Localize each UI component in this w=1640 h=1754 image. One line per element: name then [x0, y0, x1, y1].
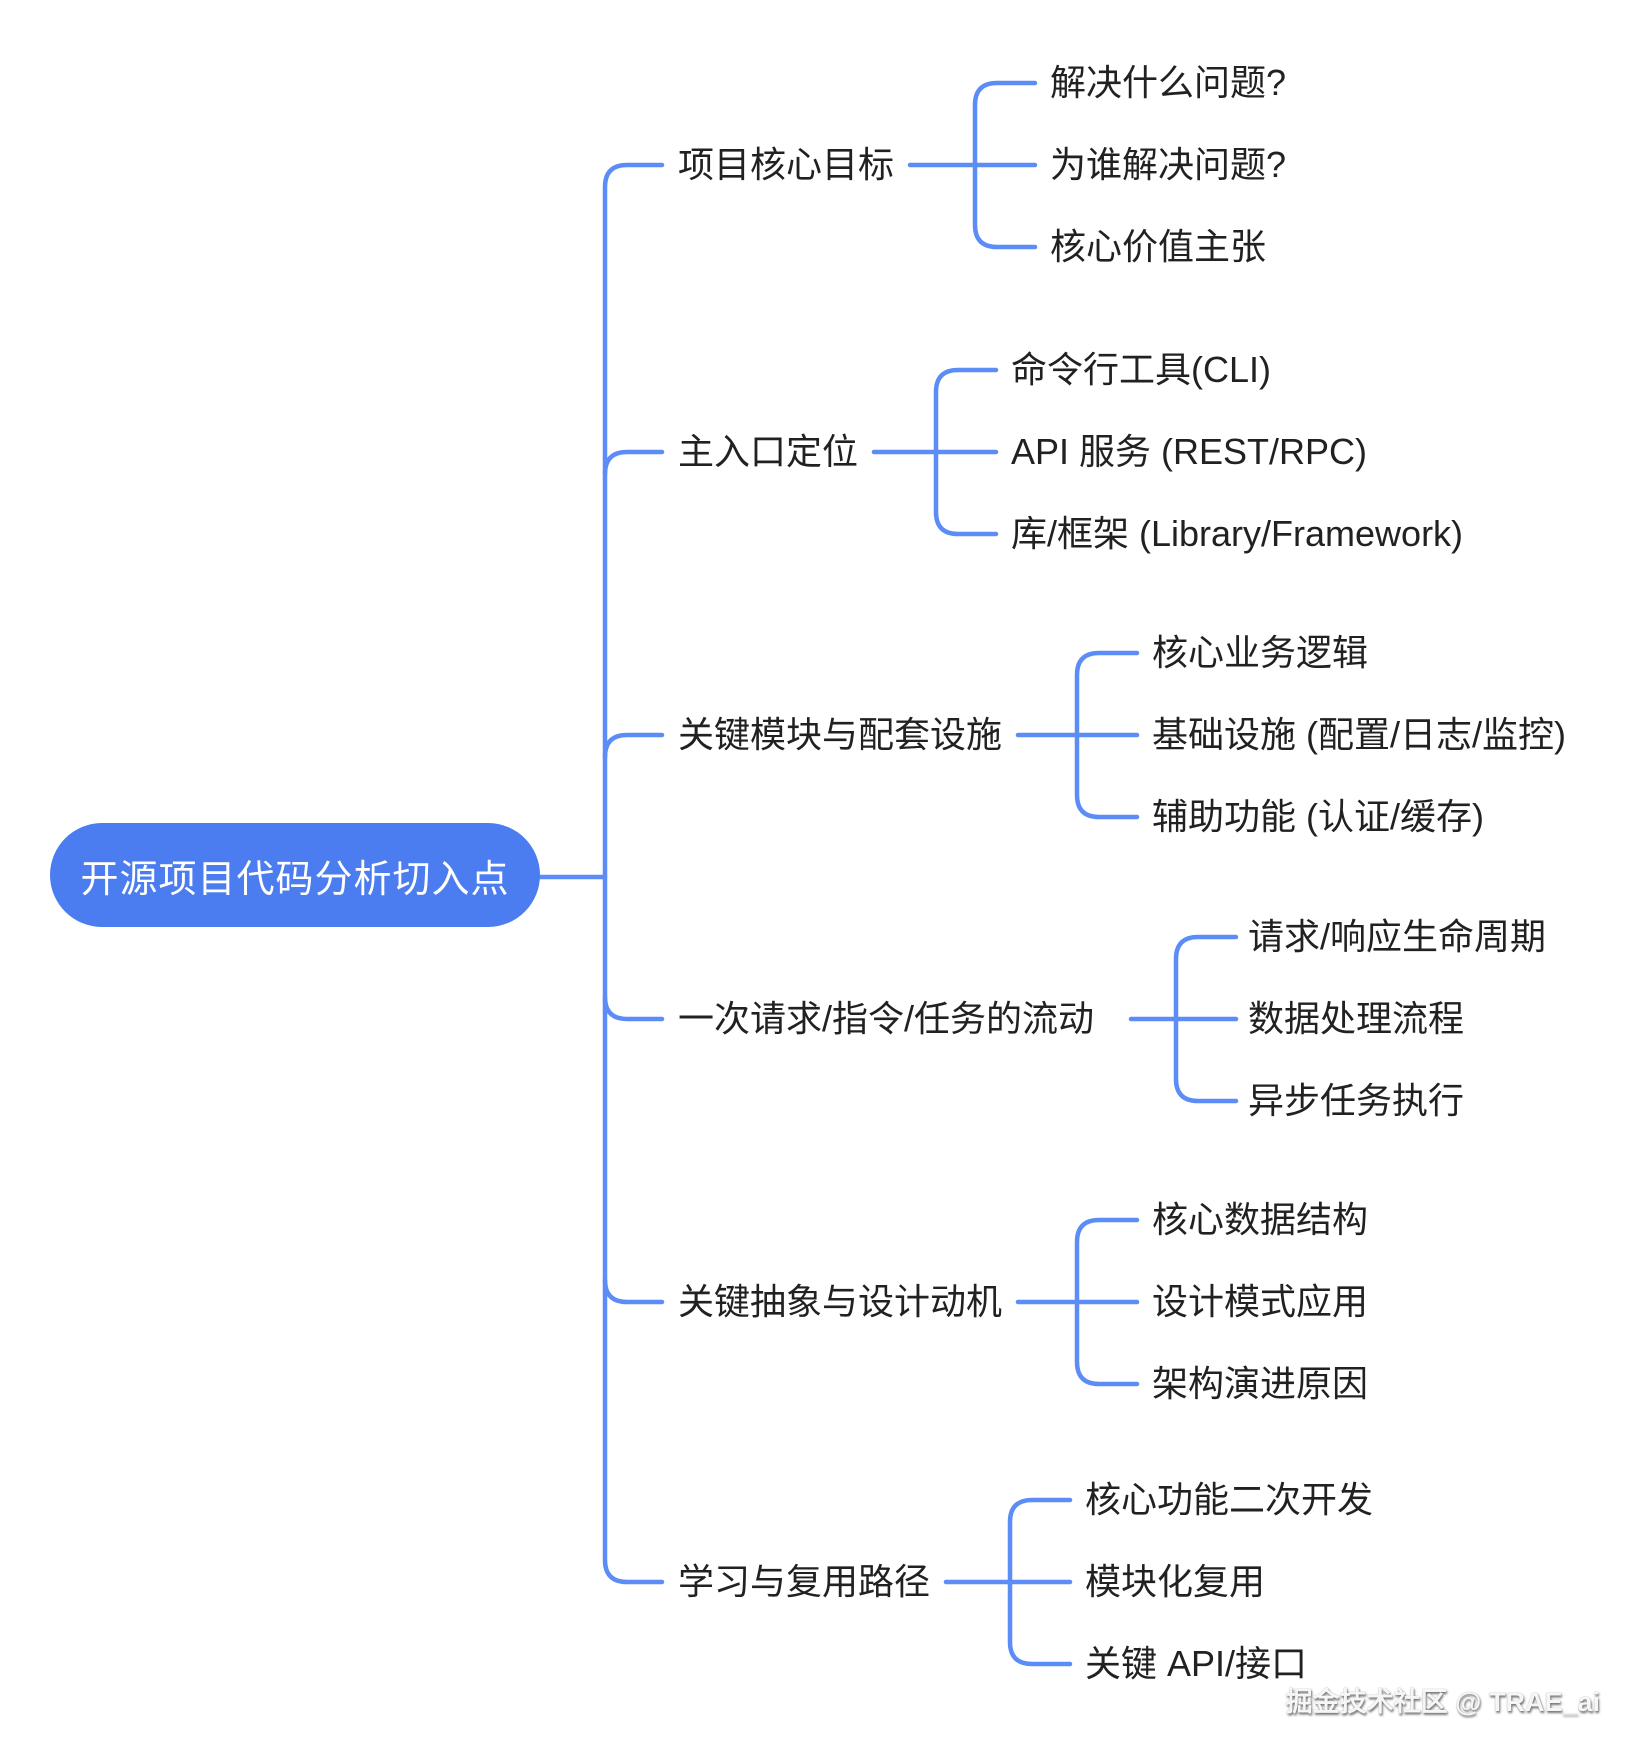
- child-node-1-1[interactable]: 解决什么问题?: [1050, 62, 1287, 103]
- connector-branch-6-child-top: [1007, 1497, 1073, 1585]
- connector-branch-2-child-bottom: [933, 449, 999, 537]
- branch-node-4[interactable]: 一次请求/指令/任务的流动: [678, 998, 1095, 1039]
- child-node-2-2[interactable]: API 服务 (REST/RPC): [1011, 431, 1368, 472]
- child-node-3-3[interactable]: 辅助功能 (认证/缓存): [1152, 796, 1484, 837]
- child-node-4-2[interactable]: 数据处理流程: [1248, 998, 1465, 1039]
- connector-branch-3-child-bottom: [1074, 732, 1140, 820]
- branch-node-3[interactable]: 关键模块与配套设施: [678, 714, 1003, 755]
- connector-branch-1-child-top: [972, 80, 1038, 168]
- connector-branch-5-child-bottom: [1074, 1299, 1140, 1387]
- child-node-3-1[interactable]: 核心业务逻辑: [1152, 632, 1369, 673]
- connector-branch-6-child-bottom: [1007, 1579, 1073, 1667]
- connector-branch-3-elbow: [602, 732, 665, 760]
- connector-branch-5-elbow: [602, 1277, 665, 1305]
- child-node-6-1[interactable]: 核心功能二次开发: [1085, 1479, 1374, 1520]
- connector-branch-1-child-bottom: [972, 162, 1038, 250]
- connector-branch-4-child-bottom: [1173, 1016, 1239, 1104]
- connector-spine-down-branch-6: [602, 874, 665, 1585]
- child-node-1-3[interactable]: 核心价值主张: [1050, 226, 1267, 267]
- connector-spine-up-branch-1: [602, 162, 665, 880]
- child-node-5-2[interactable]: 设计模式应用: [1152, 1281, 1369, 1322]
- child-node-4-1[interactable]: 请求/响应生命周期: [1248, 916, 1547, 957]
- connector-branch-3-child-top: [1074, 650, 1140, 738]
- child-node-5-3[interactable]: 架构演进原因: [1152, 1363, 1369, 1404]
- connector-branch-4-elbow: [602, 994, 665, 1022]
- connector-branch-2-child-top: [933, 367, 999, 455]
- connector-branch-5-child-top: [1074, 1217, 1140, 1305]
- child-node-5-1[interactable]: 核心数据结构: [1152, 1199, 1369, 1240]
- watermark: 掘金技术社区 @ TRAE_ai: [1285, 1687, 1600, 1717]
- connector-branch-4-child-top: [1173, 934, 1239, 1022]
- branch-node-5[interactable]: 关键抽象与设计动机: [678, 1281, 1003, 1322]
- child-node-6-3[interactable]: 关键 API/接口: [1085, 1643, 1308, 1684]
- child-node-2-1[interactable]: 命令行工具(CLI): [1011, 349, 1271, 390]
- branch-node-6[interactable]: 学习与复用路径: [678, 1561, 931, 1602]
- child-node-6-2[interactable]: 模块化复用: [1085, 1561, 1266, 1602]
- child-node-2-3[interactable]: 库/框架 (Library/Framework): [1011, 513, 1464, 554]
- child-node-3-2[interactable]: 基础设施 (配置/日志/监控): [1152, 714, 1566, 755]
- child-node-1-2[interactable]: 为谁解决问题?: [1050, 144, 1287, 185]
- root-node[interactable]: 开源项目代码分析切入点: [50, 823, 540, 927]
- child-node-4-3[interactable]: 异步任务执行: [1248, 1080, 1465, 1121]
- connector-branch-2-elbow: [602, 449, 665, 477]
- branch-node-2[interactable]: 主入口定位: [678, 431, 859, 472]
- branch-node-1[interactable]: 项目核心目标: [678, 144, 895, 185]
